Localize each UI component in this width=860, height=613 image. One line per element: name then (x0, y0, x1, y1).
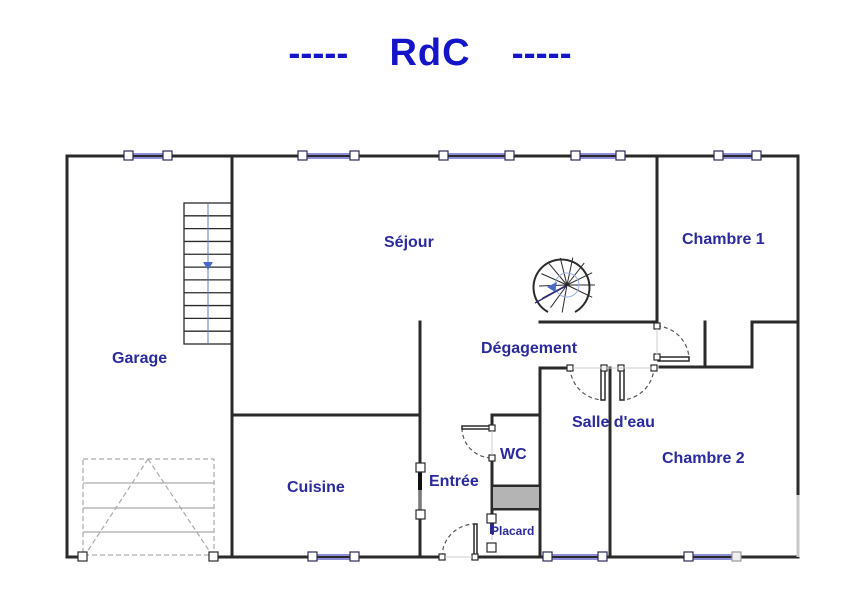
window-cuisine (307, 551, 360, 562)
spiral-step (550, 284, 568, 308)
door-leaf-wc (461, 425, 493, 430)
spiral-step (566, 262, 585, 286)
spiral-step (541, 273, 568, 286)
door-leaf-entree (473, 523, 478, 558)
door-leaf-chambre1 (657, 356, 690, 362)
window-chambre1 (713, 150, 762, 161)
door-leaf-salle-left (600, 368, 606, 401)
spiral-step (566, 257, 574, 286)
door-wc-arc (461, 427, 493, 459)
room-label-salle-deau: Salle d'eau (572, 414, 655, 431)
room-label-placard: Placard (491, 524, 535, 538)
window-sejour-3 (570, 150, 626, 161)
room-label-cuisine: Cuisine (287, 479, 345, 496)
room-label-chambre1: Chambre 1 (682, 231, 765, 248)
window-garage (123, 150, 173, 161)
entree-opening (415, 462, 426, 520)
room-label-entree: Entrée (429, 473, 479, 490)
spiral-step (548, 263, 568, 286)
spiral-step (559, 257, 568, 286)
stair-down-arrow-icon (203, 262, 213, 270)
spiral-staircase (532, 257, 595, 313)
windows (123, 150, 762, 562)
walls (65, 154, 800, 559)
placard-shelf (493, 487, 539, 508)
door-salle-arc-left (569, 367, 605, 401)
door-entree-arc (441, 523, 476, 558)
room-label-sejour: Séjour (384, 234, 434, 251)
room-label-chambre2: Chambre 2 (662, 450, 745, 467)
title-dashes-left: ----- (288, 32, 349, 73)
door-hinges (438, 322, 661, 561)
title-dashes-right: ----- (511, 32, 572, 73)
room-label-garage: Garage (112, 350, 168, 367)
placard-opening (486, 513, 497, 553)
doors (441, 325, 690, 558)
straight-staircase (183, 202, 233, 345)
door-chambre1-arc (656, 325, 690, 359)
room-label-wc: WC (500, 446, 527, 463)
door-salle-arc-right (619, 367, 655, 401)
spiral-step (566, 272, 593, 286)
spiral-step (561, 284, 568, 313)
spiral-step (566, 284, 593, 298)
spiral-arrow-icon (547, 282, 557, 292)
window-chambre2 (683, 551, 742, 562)
window-sejour-1 (297, 150, 360, 161)
room-label-degagement: Dégagement (481, 340, 578, 357)
window-sejour-2 (438, 150, 515, 161)
window-salle-deau (542, 551, 608, 562)
door-leaf-salle-right (619, 368, 625, 401)
garage-door (77, 458, 219, 562)
floor-name: RdC (389, 32, 471, 74)
floor-title: ----- RdC ----- (0, 32, 860, 75)
